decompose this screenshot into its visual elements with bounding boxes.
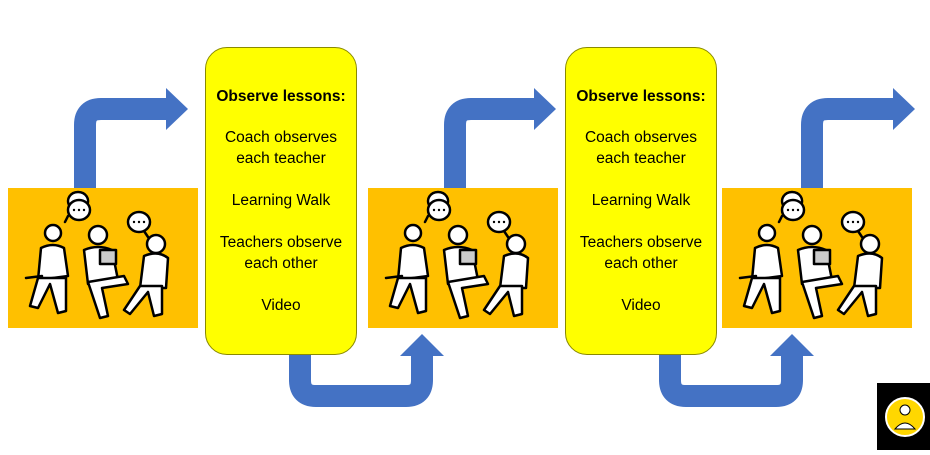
arrowhead-icon — [770, 334, 814, 356]
card-item: Learning Walk — [591, 192, 691, 209]
card-item: Coach observes each teacher — [584, 129, 697, 167]
arrowhead-icon — [534, 88, 556, 130]
arrow-up-right-3 — [801, 98, 895, 188]
group-discussion-image-3 — [722, 188, 912, 328]
card-item: Video — [261, 297, 301, 314]
arrow-up-right-1 — [74, 98, 168, 188]
arrow-up-right-2 — [444, 98, 536, 188]
card-item: Learning Walk — [231, 192, 331, 209]
card-item: Coach observes each teacher — [224, 129, 337, 167]
group-discussion-image-1 — [8, 188, 198, 328]
arrowhead-icon — [893, 88, 915, 130]
card-title: Observe lessons: — [216, 88, 346, 105]
card-item: Video — [621, 297, 661, 314]
card-item: Teachers observe each other — [219, 234, 343, 272]
arrowhead-icon — [400, 334, 444, 356]
card-title: Observe lessons: — [576, 88, 706, 105]
logo-icon — [877, 383, 930, 450]
group-discussion-image-2 — [368, 188, 558, 328]
arrow-down-up-1 — [289, 352, 433, 407]
arrowhead-icon — [166, 88, 188, 130]
card-item: Teachers observe each other — [579, 234, 703, 272]
arrow-down-up-2 — [659, 352, 803, 407]
observe-lessons-card-1: Observe lessons: Coach observes each tea… — [205, 47, 357, 355]
observe-lessons-card-2: Observe lessons: Coach observes each tea… — [565, 47, 717, 355]
